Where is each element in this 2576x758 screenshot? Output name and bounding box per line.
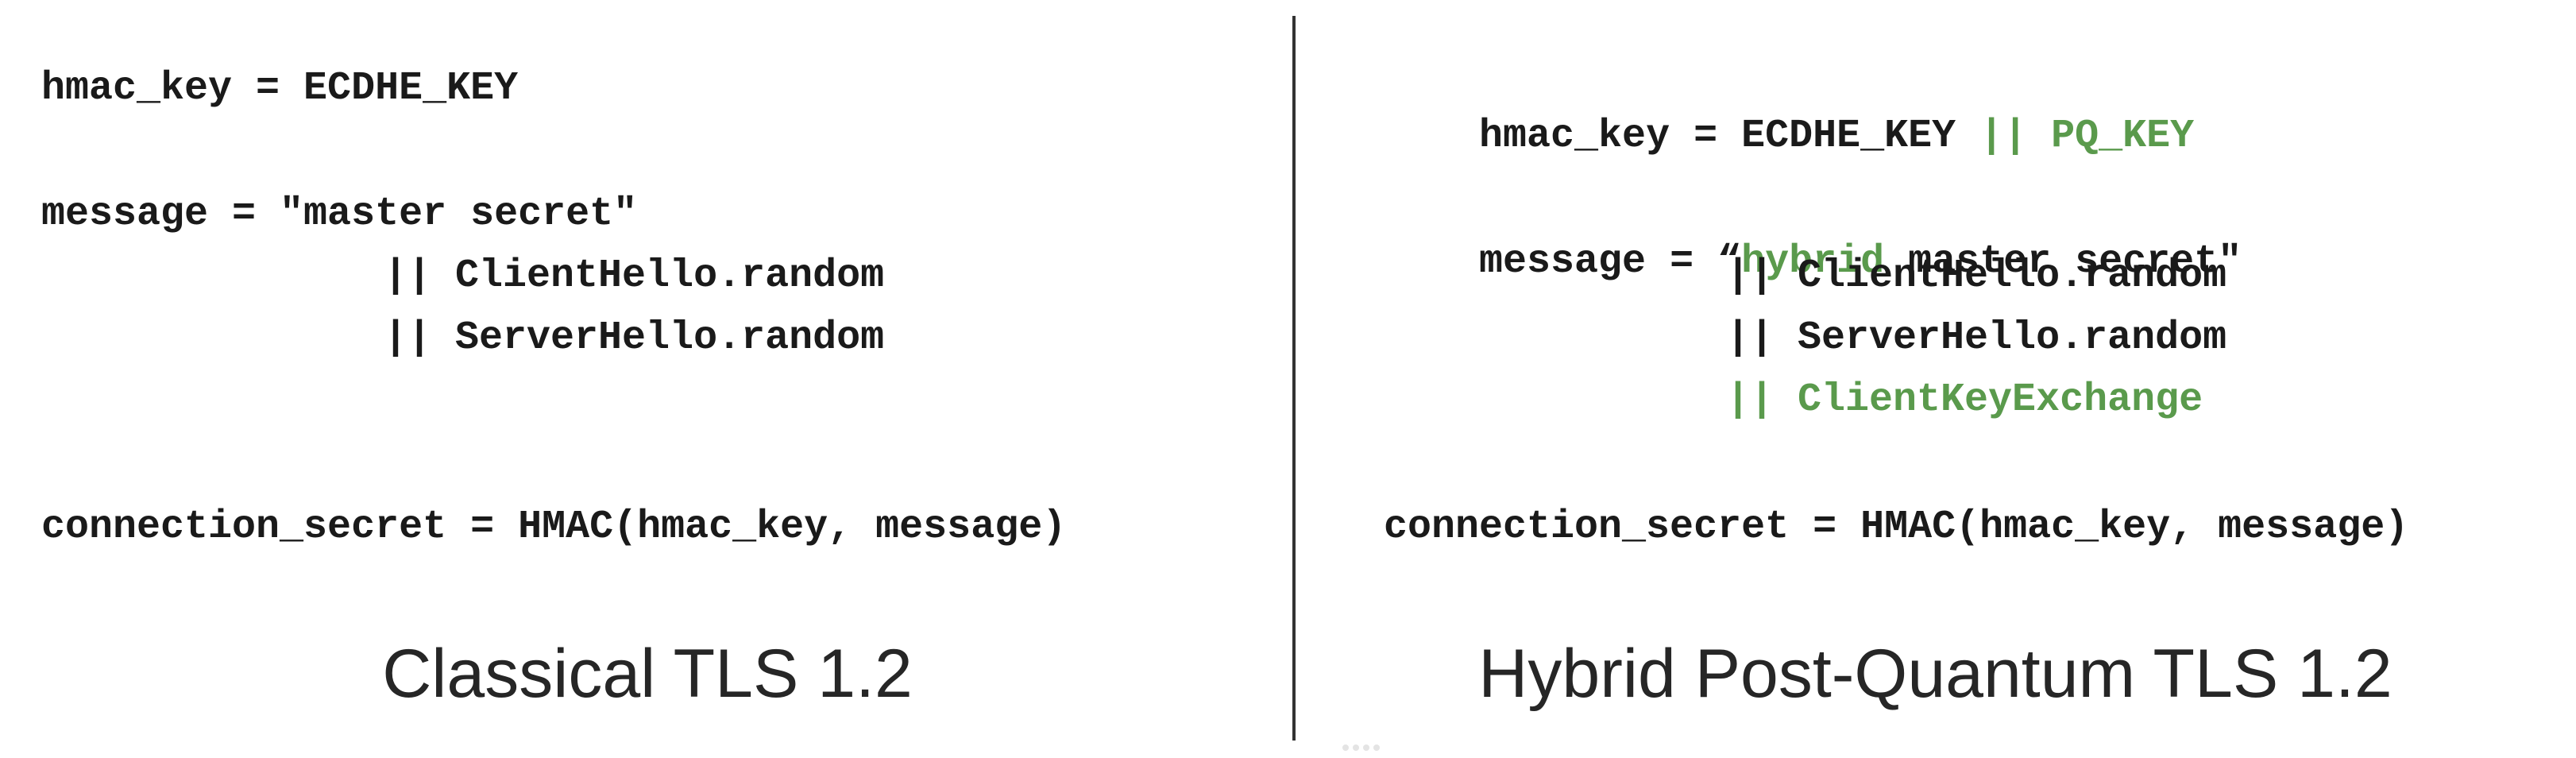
hybrid-hmac-key-line: hmac_key = ECDHE_KEY || PQ_KEY bbox=[1384, 65, 2194, 208]
hybrid-client-key-exchange-line: || ClientKeyExchange bbox=[1726, 377, 2203, 423]
classical-tls-panel: hmac_key = ECDHE_KEY message = "master s… bbox=[41, 66, 1067, 712]
classical-client-random-line: || ClientHello.random bbox=[384, 253, 885, 299]
page-dot bbox=[1363, 744, 1369, 751]
hybrid-client-random-line: || ClientHello.random bbox=[1726, 253, 2227, 299]
hybrid-message-line: message = “hybrid master secret" bbox=[1384, 191, 2242, 334]
page-dot bbox=[1373, 744, 1380, 751]
hybrid-message-prefix: message = “ bbox=[1479, 239, 1742, 284]
hybrid-pq-tls-caption: Hybrid Post-Quantum TLS 1.2 bbox=[1478, 636, 2393, 712]
hybrid-message-addition: hybrid bbox=[1741, 239, 1885, 284]
page-dot bbox=[1342, 744, 1349, 751]
page-indicator bbox=[1342, 744, 1380, 751]
classical-tls-caption: Classical TLS 1.2 bbox=[382, 636, 913, 712]
hybrid-connection-secret-line: connection_secret = HMAC(hmac_key, messa… bbox=[1384, 505, 2409, 550]
classical-hmac-key-line: hmac_key = ECDHE_KEY bbox=[41, 66, 519, 111]
classical-message-line: message = "master secret" bbox=[41, 191, 638, 237]
page-dot bbox=[1353, 744, 1359, 751]
hybrid-server-random-line: || ServerHello.random bbox=[1726, 315, 2227, 361]
hybrid-pq-key-addition: || PQ_KEY bbox=[1979, 114, 2195, 159]
hybrid-pq-tls-panel: hmac_key = ECDHE_KEY || PQ_KEY message =… bbox=[1295, 0, 2576, 758]
classical-connection-secret-line: connection_secret = HMAC(hmac_key, messa… bbox=[41, 505, 1067, 550]
hybrid-hmac-key-base: hmac_key = ECDHE_KEY bbox=[1479, 114, 1980, 159]
hybrid-message-suffix: master secret" bbox=[1884, 239, 2242, 284]
classical-server-random-line: || ServerHello.random bbox=[384, 315, 885, 361]
panel-divider bbox=[1292, 16, 1296, 741]
